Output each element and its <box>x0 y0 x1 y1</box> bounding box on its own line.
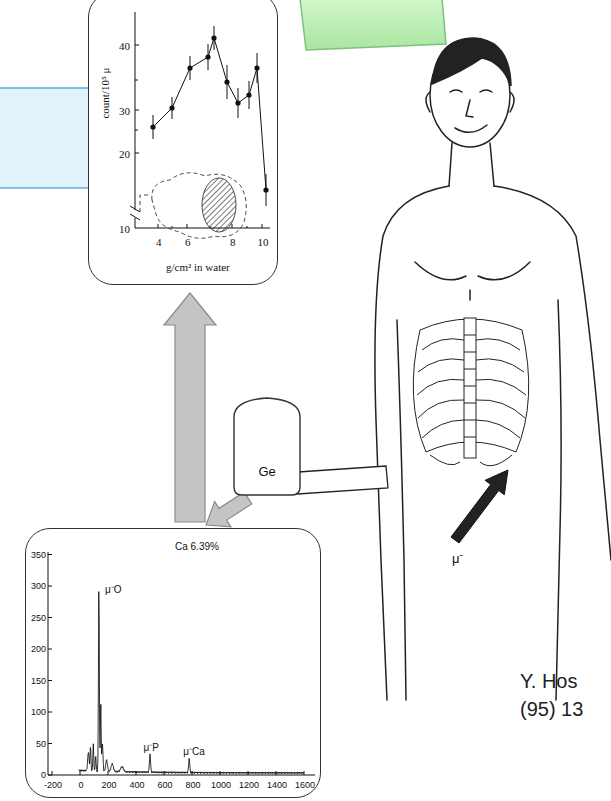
tick-mark <box>48 649 52 650</box>
plot-label: g/cm² in water <box>166 261 230 273</box>
data-point <box>246 92 251 97</box>
citation-text: (95) 13 <box>520 698 583 720</box>
plot-label: μ⁻O <box>105 584 122 595</box>
data-point <box>254 65 259 70</box>
plot-label: 30 <box>119 105 130 117</box>
plot-label: -200 <box>44 781 62 791</box>
plot-label: 600 <box>158 781 173 791</box>
tick-mark <box>48 554 52 555</box>
plot-label: 350 <box>31 551 46 561</box>
plot-label: 6 <box>185 236 191 248</box>
person <box>375 38 611 700</box>
rib-cage <box>413 318 528 466</box>
spectrum-line <box>79 592 304 774</box>
plot-label: μ⁻Ca <box>183 746 205 757</box>
data-point <box>187 65 192 70</box>
organ-contour <box>140 195 150 212</box>
depth-plot-axes <box>130 12 270 228</box>
plot-label: 40 <box>119 40 130 52</box>
plot-label: 200 <box>102 781 117 791</box>
plot-label: 150 <box>31 677 46 687</box>
tick-mark <box>48 680 52 681</box>
tick-mark <box>48 743 52 744</box>
plot-label: 400 <box>130 781 145 791</box>
data-point <box>211 35 216 40</box>
axis-title: count/10⁵ μ <box>99 68 111 119</box>
flow-arrow <box>206 492 252 527</box>
blue-box <box>0 88 98 188</box>
depth-plot-panel: 40 30 20 10 count/10⁵ μ 4 6 8 10 g/cm² in water <box>88 0 278 285</box>
depth-data <box>150 26 268 206</box>
plot-label: 4 <box>156 236 162 248</box>
spectrum-axes <box>48 552 315 775</box>
data-point <box>235 100 240 105</box>
plot-label: 1400 <box>267 781 287 791</box>
plot-label: 800 <box>186 781 201 791</box>
plot-label: 0 <box>79 781 84 791</box>
tick-mark <box>48 586 52 587</box>
panel-ground <box>25 528 321 798</box>
plot-label: 20 <box>119 148 130 160</box>
detector-pipe <box>298 466 388 494</box>
flow-arrow <box>164 293 216 522</box>
bone-region <box>202 178 236 232</box>
plot-label: 0 <box>41 771 46 781</box>
plot-label: 10 <box>119 223 130 235</box>
tick-mark <box>52 771 53 775</box>
plot-label: 8 <box>230 236 236 248</box>
data-point <box>263 187 268 192</box>
plot-label: 100 <box>31 708 46 718</box>
tick-mark <box>48 712 52 713</box>
plot-label: 1000 <box>211 781 231 791</box>
panel-ground <box>88 0 278 285</box>
spectrum-panel: 350300250200150100500-200020040060080010… <box>25 528 321 798</box>
data-line <box>153 38 266 190</box>
tick-mark <box>108 771 109 775</box>
tick-mark <box>48 775 52 776</box>
organ-contour <box>152 173 246 238</box>
green-box <box>300 0 446 50</box>
data-point <box>224 79 229 84</box>
ge-detector: Ge <box>232 392 302 497</box>
plot-label: Ca 6.39% <box>175 541 219 552</box>
plot-label: 10 <box>258 236 269 248</box>
plot-label: 50 <box>36 740 46 750</box>
plot-label: 200 <box>31 645 46 655</box>
plot-label: μ⁻P <box>144 742 159 753</box>
citation-text: Y. Hos <box>520 670 577 692</box>
plot-label: 300 <box>31 582 46 592</box>
bottle-outline <box>232 392 302 497</box>
plot-label: 1200 <box>239 781 259 791</box>
plot-label: 1600 <box>295 781 315 791</box>
tick-mark <box>48 617 52 618</box>
bottle-outline <box>234 398 300 495</box>
plot-label: Ge <box>259 465 276 479</box>
data-point <box>150 124 155 129</box>
data-point <box>169 105 174 110</box>
data-point <box>205 54 210 59</box>
plot-label: 250 <box>31 614 46 624</box>
particle-label: μ⁻ <box>452 552 464 566</box>
muon-beam-arrow <box>451 470 508 543</box>
